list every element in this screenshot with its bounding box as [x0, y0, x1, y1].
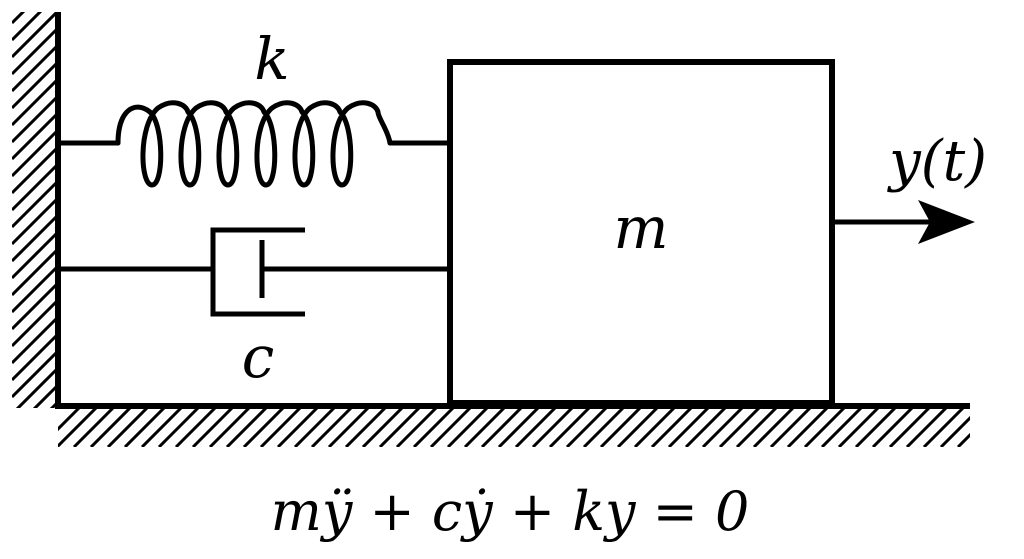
- displacement-label: y(t): [886, 129, 987, 194]
- spring: [55, 100, 453, 188]
- displacement-arrow: [832, 200, 975, 244]
- mass-block: [447, 59, 835, 406]
- damper: [58, 227, 450, 317]
- ground-hatching: [58, 407, 970, 447]
- wall-hatching: [12, 12, 58, 408]
- mass-label: m: [614, 194, 669, 262]
- spring-constant-label: k: [254, 25, 289, 93]
- equation-of-motion: mÿ + cẏ + ky = 0: [271, 480, 750, 543]
- damping-coefficient-label: c: [242, 323, 274, 391]
